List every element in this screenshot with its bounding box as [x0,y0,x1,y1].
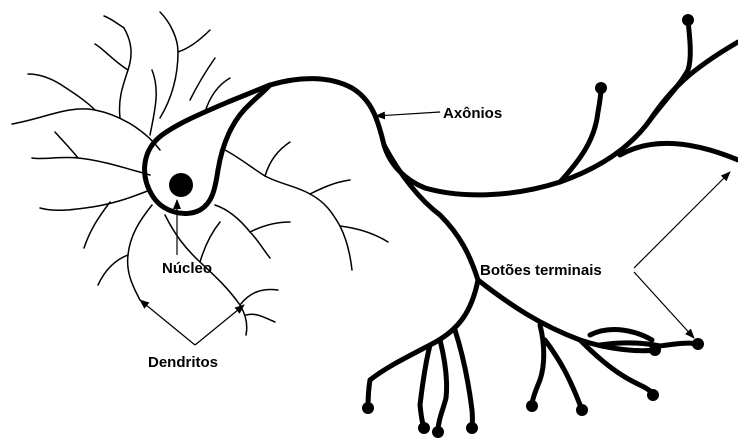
terminal-button [466,422,478,434]
axon-branches [368,20,738,432]
terminals-pointer-down [634,272,694,338]
terminal-buttons [362,14,704,438]
dendrites-pointer-left [140,300,195,345]
terminals-pointer-up [634,172,730,268]
terminal-button [692,338,704,350]
terminal-button [362,402,374,414]
terminal-button [682,14,694,26]
dendrites-pointer-right [195,305,244,345]
terminal-button [576,404,588,416]
dendrites-label: Dendritos [148,354,218,371]
terminal-button [432,426,444,438]
dendrites [12,12,388,335]
terminal-button [647,389,659,401]
axon-label: Axônios [443,105,502,122]
terminal-button [649,344,661,356]
nucleus-dot [169,173,193,197]
terminals-label: Botões terminais [480,262,602,279]
terminal-button [526,400,538,412]
nucleus-label: Núcleo [162,260,212,277]
terminal-button [595,82,607,94]
terminal-button [418,422,430,434]
axon-pointer [376,112,440,116]
